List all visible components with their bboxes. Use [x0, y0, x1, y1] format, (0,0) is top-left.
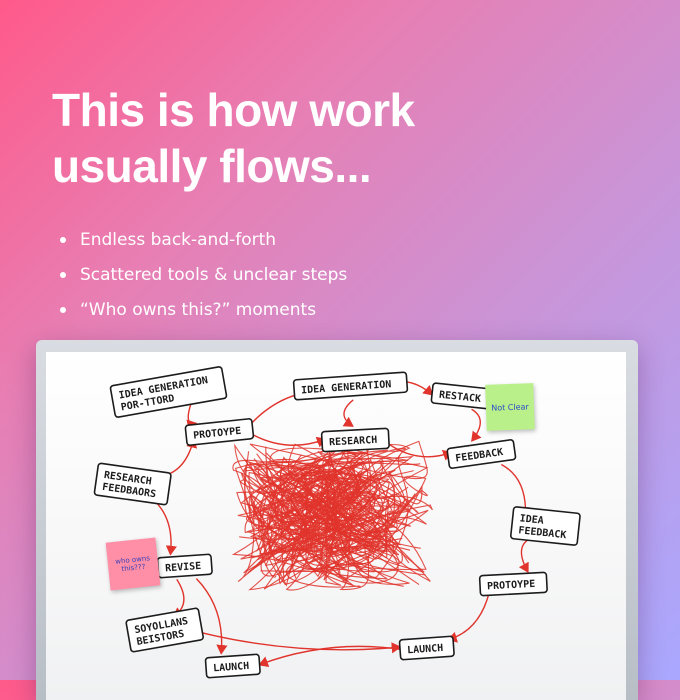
scribble-stroke — [239, 469, 369, 571]
sticky-note-not-clear: Not Clear — [485, 383, 535, 431]
flow-arrow — [195, 578, 228, 655]
bullet-item: “Who owns this?” moments — [60, 292, 347, 327]
flow-node: LAUNCH — [204, 653, 261, 679]
bullet-list: Endless back-and-forth Scattered tools &… — [60, 222, 347, 327]
flow-arrow — [518, 537, 532, 573]
sticky-note-text: Not Clear — [491, 401, 529, 413]
scribble-stroke — [248, 458, 381, 590]
flow-arrow — [249, 432, 327, 448]
flow-node: IDEA GENERATION — [292, 371, 409, 401]
flow-arrow — [447, 592, 490, 643]
scribble-stroke — [257, 458, 431, 582]
flow-node-label: FEEDBACK — [518, 525, 567, 541]
bullet-dot-icon — [60, 306, 66, 313]
flow-node-box — [93, 462, 172, 506]
scribble-tangle — [231, 440, 433, 591]
flow-arrow — [384, 440, 453, 461]
flow-node: PROTOYPE — [478, 571, 548, 597]
bullet-dot-icon — [60, 271, 66, 278]
scribble-stroke — [248, 454, 414, 585]
flow-node-box — [292, 371, 409, 401]
headline-line-1: This is how work — [52, 84, 415, 136]
flow-node-label: RESEARCH — [329, 435, 378, 449]
bullet-item: Scattered tools & unclear steps — [60, 257, 347, 292]
flow-node: PROTOYPE — [184, 418, 255, 446]
bullet-text: Endless back-and-forth — [80, 229, 277, 250]
flow-node: REVISE — [156, 553, 213, 579]
flow-node: LAUNCH — [398, 635, 455, 661]
bullet-dot-icon — [60, 236, 66, 243]
flow-node-box — [398, 635, 455, 661]
flow-node-box — [478, 571, 548, 597]
flow-node-box — [109, 366, 228, 418]
flow-node-box — [510, 506, 581, 546]
flow-node-box — [320, 427, 390, 453]
bullet-text: “Who owns this?” moments — [80, 299, 317, 320]
headline: This is how work usually flows... — [52, 82, 612, 194]
sticky-note-text: who owns this??? — [114, 554, 151, 574]
flow-node-box — [446, 439, 517, 469]
flow-node-box — [184, 418, 255, 446]
flow-arrow — [342, 399, 354, 427]
scribble-stroke — [237, 444, 433, 582]
flow-node-label: LAUNCH — [213, 661, 250, 674]
flow-arrow — [194, 630, 402, 654]
scribble-stroke — [234, 440, 428, 570]
flow-node-label: RESTACK — [438, 390, 481, 405]
sticky-note-who-owns: who owns this??? — [105, 537, 161, 591]
flow-node-box — [204, 653, 261, 679]
scribble-stroke — [237, 468, 403, 553]
flow-node-box — [125, 607, 204, 653]
bullet-text: Scattered tools & unclear steps — [80, 264, 348, 285]
flow-arrow — [471, 408, 482, 442]
flow-node-label: PROTOYPE — [487, 579, 536, 593]
flow-node: FEEDBACK — [446, 439, 517, 469]
flow-node-label: PROTOYPE — [193, 426, 242, 442]
scribble-stroke — [239, 456, 399, 580]
flow-node-label: LAUNCH — [407, 643, 444, 656]
flow-node: RESEARCH — [320, 427, 390, 453]
bullet-item: Endless back-and-forth — [60, 222, 347, 257]
scribble-stroke — [232, 459, 420, 586]
flow-node-label: REVISE — [165, 561, 202, 574]
flow-arrow — [258, 645, 401, 668]
flow-node: RESTACK — [430, 382, 494, 410]
headline-line-2: usually flows... — [52, 140, 372, 192]
flow-node-label: IDEA — [519, 513, 544, 526]
